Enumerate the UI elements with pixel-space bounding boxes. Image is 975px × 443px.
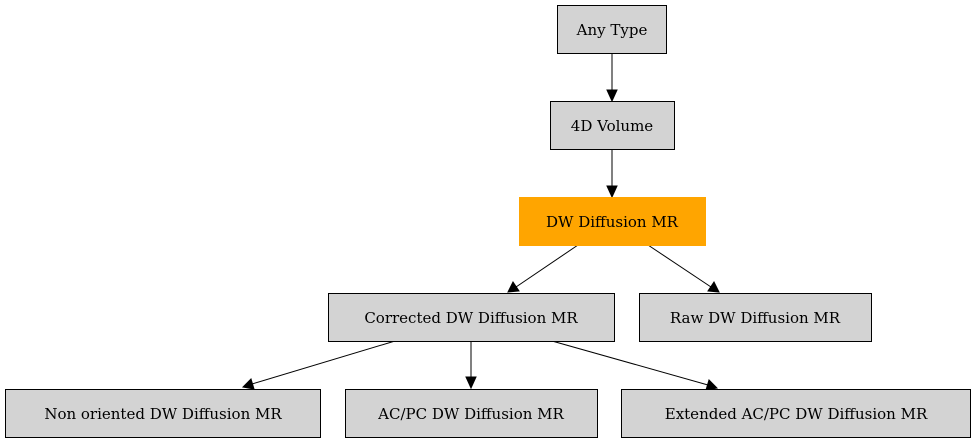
edge-dw-diffusion-mr-to-corrected xyxy=(507,244,579,293)
node-any-type-box xyxy=(557,5,667,54)
node-corrected-dw-diffusion-mr-box xyxy=(328,293,615,342)
node-any-type: Any Type xyxy=(557,5,667,54)
node-raw-dw-diffusion-mr: Raw DW Diffusion MR xyxy=(639,293,872,342)
node-4d-volume-box xyxy=(550,101,675,150)
node-any-type-label: Any Type xyxy=(576,21,648,39)
node-raw-dw-diffusion-mr-box xyxy=(639,293,872,342)
node-corrected-dw-diffusion-mr-label: Corrected DW Diffusion MR xyxy=(364,309,578,327)
node-acpc-dw-diffusion-mr: AC/PC DW Diffusion MR xyxy=(345,389,598,438)
node-extended-acpc-dw-diffusion-mr-box xyxy=(621,389,971,438)
node-dw-diffusion-mr-box xyxy=(519,197,706,246)
node-4d-volume: 4D Volume xyxy=(550,101,675,150)
node-non-oriented-dw-diffusion-mr-box xyxy=(5,389,321,438)
node-raw-dw-diffusion-mr-label: Raw DW Diffusion MR xyxy=(670,309,841,327)
node-extended-acpc-dw-diffusion-mr: Extended AC/PC DW Diffusion MR xyxy=(621,389,971,438)
edge-corrected-to-acpc xyxy=(465,341,477,390)
edges-layer xyxy=(241,53,720,391)
edge-4d-volume-to-dw-diffusion-mr xyxy=(606,149,618,199)
node-dw-diffusion-mr: DW Diffusion MR xyxy=(519,197,706,246)
node-extended-acpc-dw-diffusion-mr-label: Extended AC/PC DW Diffusion MR xyxy=(665,405,928,423)
nodes-layer: Any Type 4D Volume DW Diffusion MR Corre… xyxy=(5,5,971,438)
edge-dw-diffusion-mr-to-raw xyxy=(647,244,720,293)
node-4d-volume-label: 4D Volume xyxy=(571,117,654,135)
node-corrected-dw-diffusion-mr: Corrected DW Diffusion MR xyxy=(328,293,615,342)
node-acpc-dw-diffusion-mr-label: AC/PC DW Diffusion MR xyxy=(377,405,564,423)
node-acpc-dw-diffusion-mr-box xyxy=(345,389,598,438)
edge-corrected-to-non-oriented xyxy=(241,340,396,390)
node-dw-diffusion-mr-label: DW Diffusion MR xyxy=(546,213,679,231)
edge-any-type-to-4d-volume xyxy=(606,53,618,103)
edge-corrected-to-extended-acpc xyxy=(551,340,719,391)
node-non-oriented-dw-diffusion-mr: Non oriented DW Diffusion MR xyxy=(5,389,321,438)
node-non-oriented-dw-diffusion-mr-label: Non oriented DW Diffusion MR xyxy=(44,405,282,423)
